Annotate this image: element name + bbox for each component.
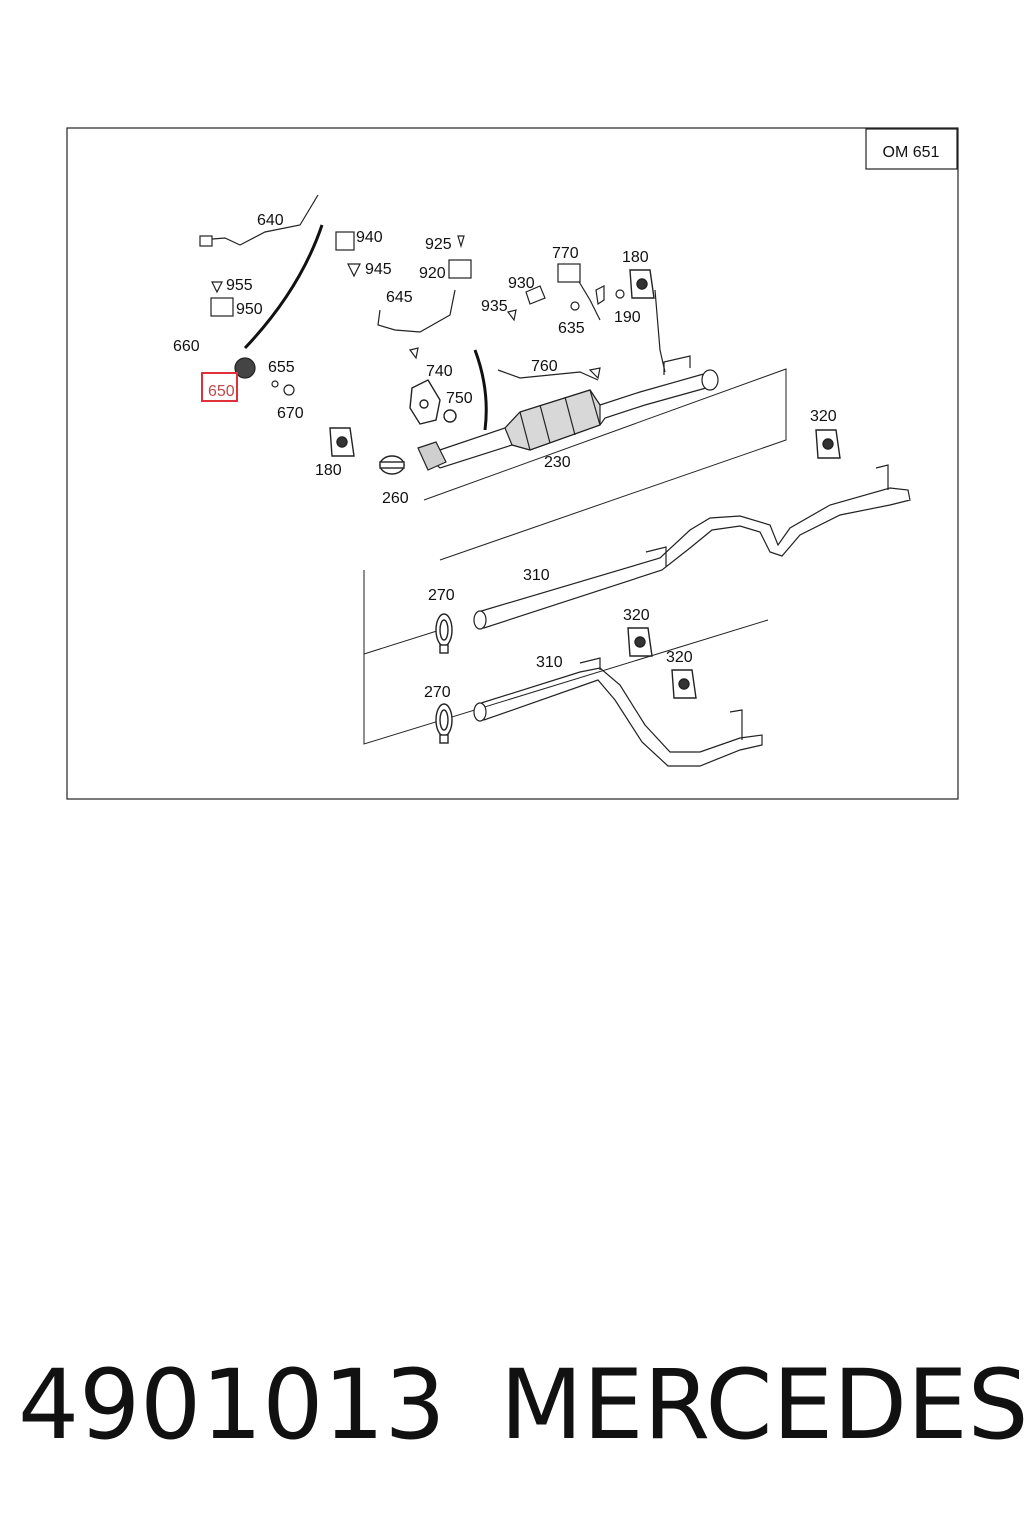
- label-190: 190: [614, 309, 641, 326]
- clamp-260: [379, 455, 405, 475]
- sensor-cables: [199, 194, 666, 381]
- part-number: 4901013: [18, 1349, 446, 1461]
- label-320-low: 320: [666, 649, 693, 666]
- hanger-320-low: [671, 669, 697, 699]
- label-260: 260: [382, 490, 409, 507]
- label-940: 940: [356, 229, 383, 246]
- label-650: 650: [208, 383, 235, 400]
- label-230: 230: [544, 454, 571, 471]
- brand-name: MERCEDES: [500, 1349, 1024, 1461]
- hanger-180-top: [629, 269, 655, 299]
- caption: 4901013 MERCEDES: [0, 1340, 1024, 1490]
- label-945: 945: [365, 261, 392, 278]
- sensor-parts: [199, 231, 625, 396]
- bracket-740: [409, 379, 441, 425]
- hanger-180-left: [329, 427, 355, 457]
- label-270-upper: 270: [428, 587, 455, 604]
- label-310-upper: 310: [523, 567, 550, 584]
- label-320-mid: 320: [623, 607, 650, 624]
- rear-pipe-upper-310: [473, 464, 911, 630]
- label-635: 635: [558, 320, 585, 337]
- label-320-right: 320: [810, 408, 837, 425]
- label-655: 655: [268, 359, 295, 376]
- label-750: 750: [446, 390, 473, 407]
- label-670: 670: [277, 405, 304, 422]
- label-955: 955: [226, 277, 253, 294]
- part-labels: 640 940 945 955 950 660 650 655 670 180 …: [173, 212, 837, 701]
- assembly-outlines: [363, 368, 787, 745]
- leader-arrows: [243, 224, 488, 431]
- exhaust-parts-diagram: OM 651: [66, 127, 959, 800]
- hanger-320-mid: [627, 627, 653, 657]
- label-920: 920: [419, 265, 446, 282]
- label-770: 770: [552, 245, 579, 262]
- label-930: 930: [508, 275, 535, 292]
- label-740: 740: [426, 363, 453, 380]
- engine-code-label: OM 651: [883, 144, 940, 161]
- clamp-270-lower: [435, 703, 453, 744]
- label-180-top: 180: [622, 249, 649, 266]
- label-645: 645: [386, 289, 413, 306]
- highlight-box-650: [201, 372, 238, 402]
- label-660: 660: [173, 338, 200, 355]
- label-760: 760: [531, 358, 558, 375]
- label-180-left: 180: [315, 462, 342, 479]
- clamp-270-upper: [435, 613, 453, 654]
- engine-code-box: OM 651: [865, 128, 958, 170]
- label-640: 640: [257, 212, 284, 229]
- hanger-320-right: [815, 429, 841, 459]
- label-925: 925: [425, 236, 452, 253]
- front-pipe-dpf-230: [417, 355, 719, 471]
- rear-pipe-lower-310: [473, 657, 763, 767]
- label-310-lower: 310: [536, 654, 563, 671]
- label-935: 935: [481, 298, 508, 315]
- nut-750: [443, 409, 457, 423]
- diagram-frame: [66, 127, 959, 800]
- label-950: 950: [236, 301, 263, 318]
- label-270-lower: 270: [424, 684, 451, 701]
